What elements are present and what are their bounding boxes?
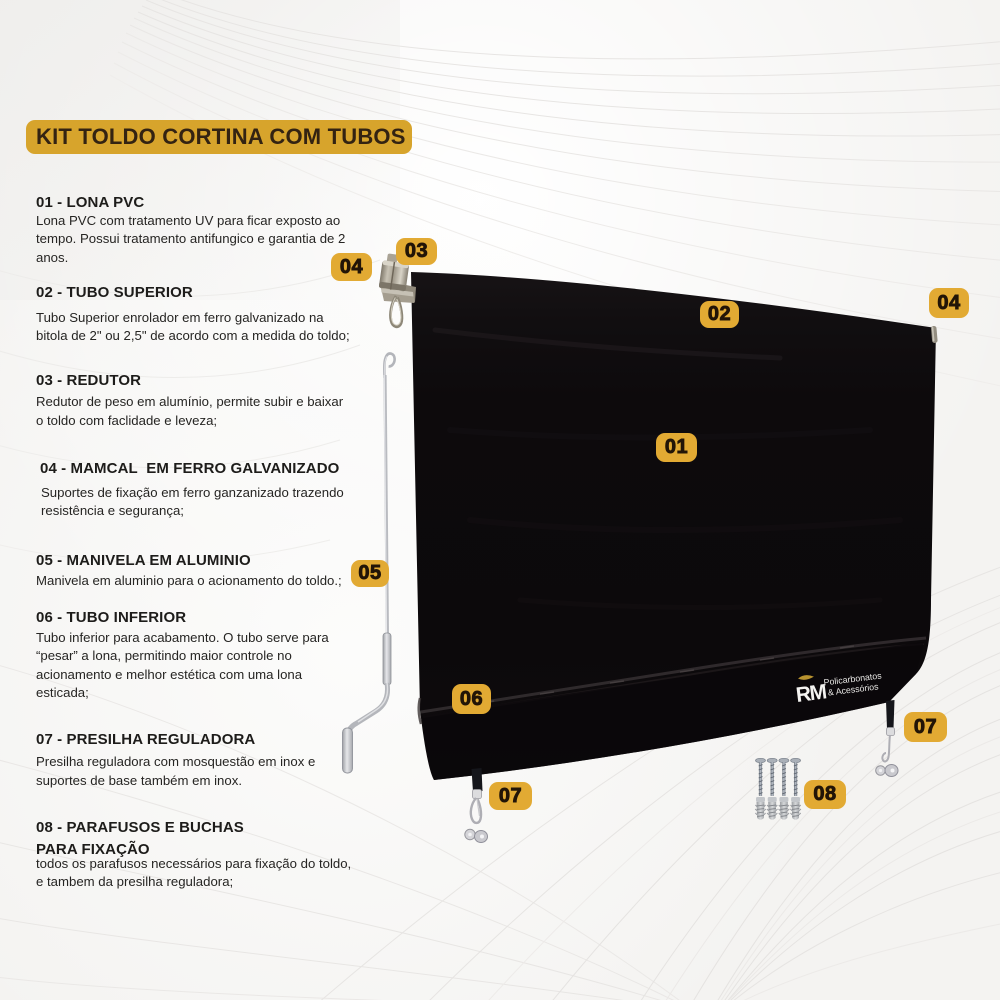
- svg-text:RM: RM: [795, 680, 828, 707]
